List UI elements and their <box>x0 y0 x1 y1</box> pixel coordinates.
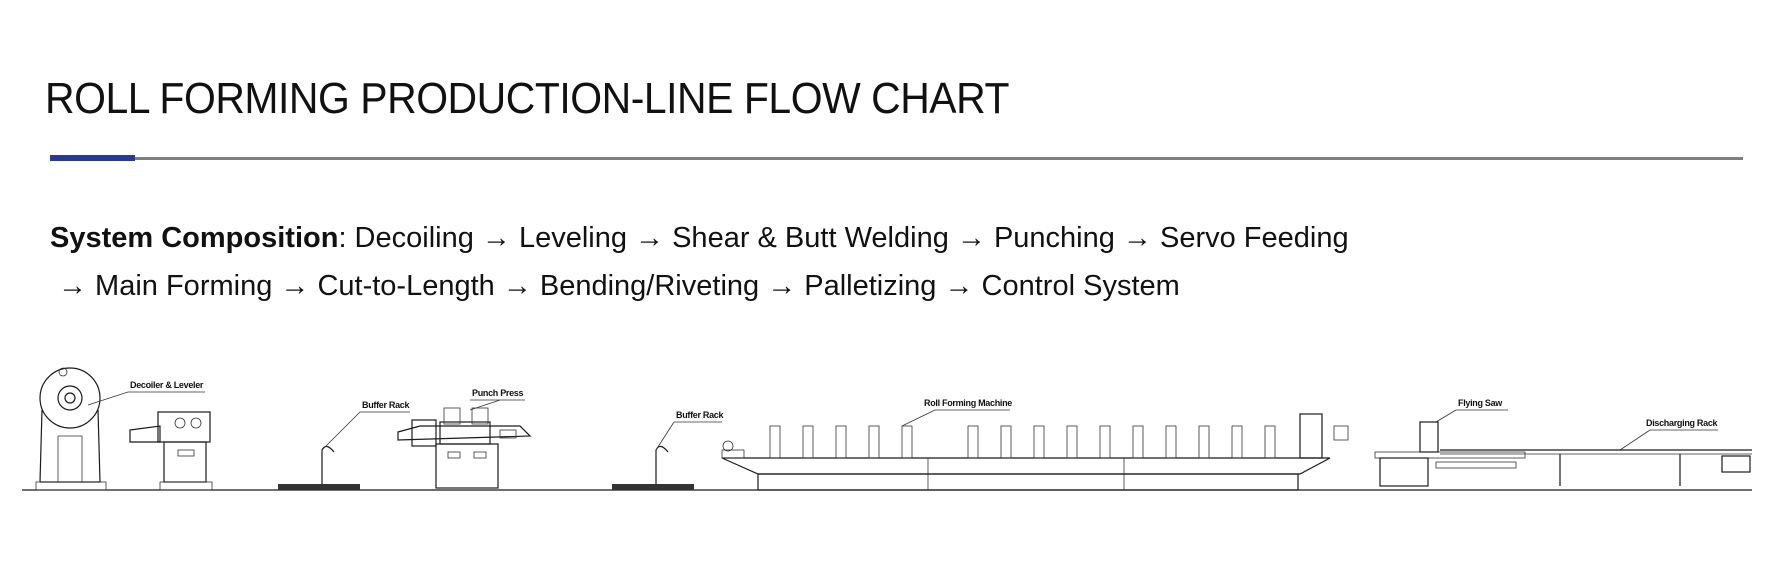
page-title: ROLL FORMING PRODUCTION-LINE FLOW CHART <box>45 74 1010 123</box>
label-buffer-rack-1: Buffer Rack <box>362 400 411 410</box>
composition-line-1: System Composition: Decoiling → Leveling… <box>50 222 1349 255</box>
label-flying-saw: Flying Saw <box>1458 398 1503 408</box>
composition-line-2: → Main Forming → Cut-to-Length → Bending… <box>58 270 1180 303</box>
label-decoiler: Decoiler & Leveler <box>130 380 204 390</box>
label-discharging-rack: Discharging Rack <box>1646 418 1719 428</box>
production-line-diagram: Decoiler & Leveler Buffer Rack Punch Pre… <box>22 367 1752 491</box>
roll-forming-machine-drawing <box>721 409 1349 491</box>
title-divider <box>50 157 1743 160</box>
buffer-rack-2-drawing <box>612 421 722 490</box>
discharging-rack-drawing <box>1440 429 1752 486</box>
composition-steps-2: → Main Forming → Cut-to-Length → Bending… <box>58 270 1180 302</box>
buffer-rack-1-drawing <box>278 411 410 490</box>
flying-saw-drawing <box>1374 409 1526 487</box>
decoiler-leveler-drawing <box>35 367 213 491</box>
label-buffer-rack-2: Buffer Rack <box>676 410 725 420</box>
composition-steps-1: : Decoiling → Leveling → Shear & Butt We… <box>338 222 1349 254</box>
label-punch-press: Punch Press <box>472 388 524 398</box>
label-roll-forming: Roll Forming Machine <box>924 398 1012 408</box>
punch-press-drawing <box>397 399 532 489</box>
composition-label: System Composition <box>50 222 339 254</box>
title-divider-accent <box>50 155 135 161</box>
